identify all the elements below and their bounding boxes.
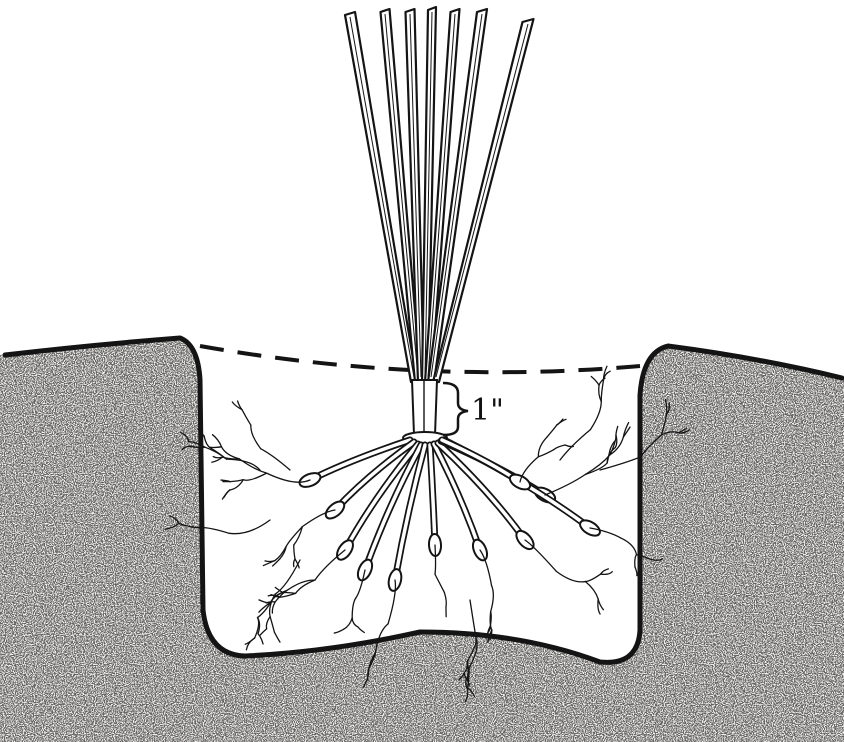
rootlet [585, 574, 600, 581]
rootlet [601, 569, 609, 574]
rootlet [251, 425, 261, 448]
crown [403, 380, 447, 444]
rootlet [585, 582, 598, 599]
rootlet [545, 474, 585, 495]
rootlet [296, 580, 315, 593]
rootlet [260, 629, 266, 635]
rootlet [245, 638, 254, 644]
rootlet [444, 592, 446, 606]
rootlet [294, 527, 303, 545]
rootlet [352, 598, 356, 618]
rootlet [352, 618, 358, 627]
rootlet [255, 618, 259, 638]
rootlet [358, 627, 364, 632]
rootlet [598, 599, 603, 610]
rootlet [435, 545, 436, 574]
rootlet [344, 618, 353, 629]
rootlet [599, 378, 605, 385]
rootlet [229, 520, 270, 534]
rootlet [270, 617, 274, 633]
rootlet [635, 567, 637, 576]
rootlet [294, 545, 295, 559]
rootlet [283, 592, 296, 593]
depth-label: 1" [471, 393, 504, 428]
rootlet [210, 447, 222, 448]
rootlet [590, 402, 601, 430]
rootlet [491, 586, 494, 612]
rootlet [538, 450, 554, 457]
grass-leaves [345, 7, 534, 382]
rootlet [242, 410, 251, 425]
rootlet [294, 559, 295, 567]
rootlet [204, 436, 210, 448]
rootlet [266, 617, 270, 629]
rootlet [230, 480, 243, 482]
rootlet [243, 473, 266, 480]
rootlet [224, 490, 230, 497]
rootlet [272, 602, 275, 613]
rootlet [635, 555, 637, 567]
rootlet [554, 445, 565, 450]
rootlet [591, 376, 599, 385]
rootlet [435, 574, 444, 592]
rootlet [315, 550, 345, 580]
rootlet [213, 435, 222, 447]
rootlet [334, 629, 343, 633]
depth-bracket: 1" [443, 383, 504, 435]
rootlet [274, 632, 280, 642]
rootlet [621, 538, 637, 555]
rootlet [213, 457, 222, 458]
rootlet [265, 561, 275, 562]
rootlet [607, 450, 610, 463]
rootlet [599, 385, 602, 401]
rootlet [261, 449, 290, 470]
rootlet [556, 571, 585, 582]
rootlet [601, 381, 603, 402]
rootlet [275, 560, 300, 594]
rootlet [547, 425, 557, 437]
